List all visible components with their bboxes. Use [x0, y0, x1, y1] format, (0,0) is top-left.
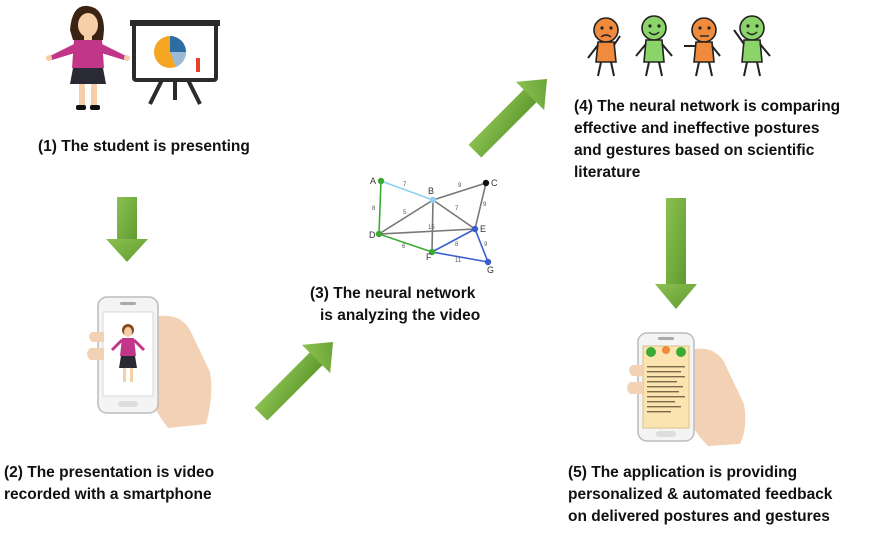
- edge-label: 11: [455, 258, 462, 264]
- graph-edge: [431, 199, 434, 253]
- step-3-line: (3) The neural network: [310, 285, 476, 302]
- graph-edge: [431, 251, 489, 263]
- smartphone-recording-icon: [87, 296, 212, 428]
- stick-figure-orange-1: [587, 17, 621, 77]
- graph-node: [428, 248, 436, 256]
- arrow-diagonal-step3-to-step4: [468, 78, 548, 158]
- easel-chart-icon: [130, 20, 220, 105]
- arrow-diagonal-step2-to-step3: [254, 341, 334, 421]
- feedback-app-phone-icon: [627, 332, 746, 446]
- step-2-caption: (2) The presentation is video recorded w…: [4, 462, 214, 506]
- graph-edge: [378, 199, 434, 235]
- node-label: G: [487, 265, 494, 275]
- node-label: D: [369, 230, 376, 240]
- step-5-caption: (5) The application is providing persona…: [568, 462, 832, 528]
- graph-edge: [378, 180, 382, 235]
- step-3-caption: (3) The neural network is analyzing the …: [310, 283, 480, 327]
- step-5-line: on delivered postures and gestures: [568, 508, 830, 525]
- step-2-line: (2) The presentation is video: [4, 464, 215, 481]
- step-4-line: and gestures based on scientific: [574, 142, 815, 159]
- step-3-line: is analyzing the video: [320, 307, 481, 324]
- step-1-caption: (1) The student is presenting: [38, 136, 250, 158]
- step-4-line: literature: [574, 164, 641, 181]
- step-4-line: (4) The neural network is comparing: [574, 98, 841, 115]
- graph-edge: [474, 182, 487, 230]
- graph-node: [484, 258, 492, 266]
- edge-label: 9: [458, 183, 462, 189]
- node-label: A: [370, 176, 376, 186]
- presenter-icon: [46, 5, 130, 110]
- graph-edge: [378, 228, 476, 235]
- graph-node: [377, 177, 385, 185]
- stick-figure-green-2: [733, 15, 771, 77]
- edge-label: 8: [372, 206, 376, 212]
- stick-figure-green-1: [635, 15, 673, 77]
- graph-node: [375, 230, 383, 238]
- node-label: B: [428, 186, 434, 196]
- step-5-line: personalized & automated feedback: [568, 486, 833, 503]
- edge-label: 7: [403, 182, 407, 188]
- edge-label: 9: [484, 242, 488, 248]
- edge-label: 5: [403, 210, 407, 216]
- edge-label: 9: [483, 202, 487, 208]
- step-1-line: (1) The student is presenting: [38, 138, 250, 155]
- graph-edge: [431, 228, 476, 253]
- step-5-line: (5) The application is providing: [568, 464, 798, 481]
- edge-label: 7: [455, 206, 459, 212]
- graph-node: [471, 225, 479, 233]
- arrow-down-step1-to-step2: [106, 197, 148, 262]
- step-4-caption: (4) The neural network is comparing effe…: [574, 96, 840, 184]
- edge-label: 6: [402, 244, 406, 250]
- node-label: F: [426, 252, 432, 262]
- stick-figure-orange-2: [684, 17, 721, 77]
- graph-edge: [474, 228, 489, 263]
- graph-edge: [432, 182, 487, 201]
- step-4-line: effective and ineffective postures: [574, 120, 820, 137]
- graph-node: [429, 196, 437, 204]
- node-label: E: [480, 224, 486, 234]
- graph-edge: [380, 180, 434, 201]
- step-2-line: recorded with a smartphone: [4, 486, 212, 503]
- neural-network-graph: 7 8 9 5 7 15 9 6 8 9 11 A B C D E F G: [369, 176, 498, 275]
- edge-label: 8: [455, 242, 459, 248]
- node-label: C: [491, 178, 498, 188]
- graph-node: [482, 179, 490, 187]
- arrow-down-step4-to-step5: [655, 198, 697, 309]
- graph-edge: [432, 199, 476, 230]
- graph-edge: [378, 233, 433, 253]
- edge-label: 15: [428, 225, 435, 231]
